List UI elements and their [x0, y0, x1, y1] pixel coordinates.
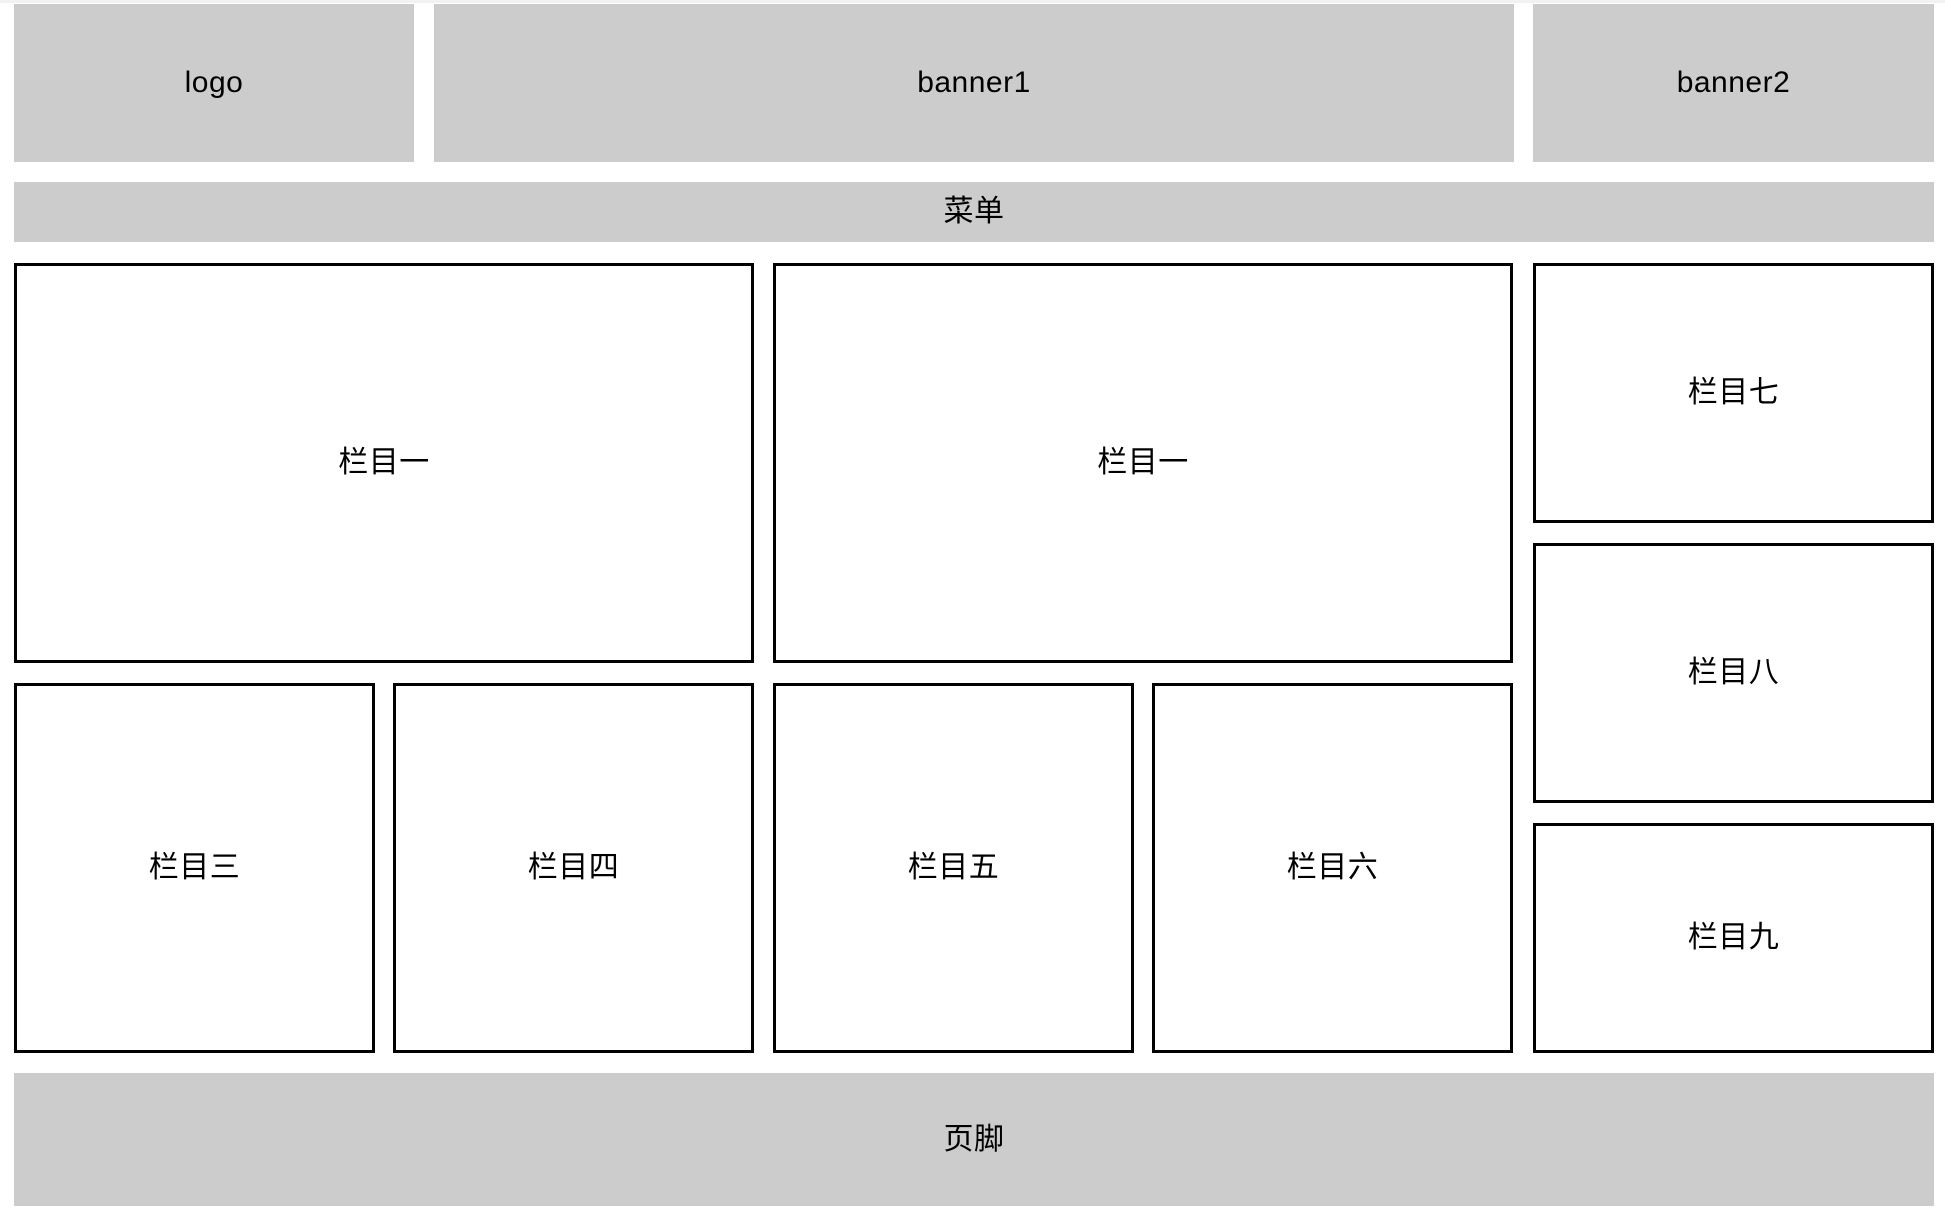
- section-sidebar-eight: 栏目八: [1533, 543, 1934, 803]
- viewport-top-edge: [0, 0, 1945, 3]
- section-column-six: 栏目六: [1152, 683, 1513, 1053]
- logo-placeholder: logo: [14, 4, 414, 162]
- section-column-three: 栏目三: [14, 683, 375, 1053]
- banner1-placeholder: banner1: [434, 4, 1514, 162]
- page-footer: 页脚: [14, 1073, 1934, 1206]
- section-column-four: 栏目四: [393, 683, 754, 1053]
- banner2-placeholder: banner2: [1533, 4, 1934, 162]
- section-sidebar-nine: 栏目九: [1533, 823, 1934, 1053]
- section-sidebar-seven: 栏目七: [1533, 263, 1934, 523]
- section-column-five: 栏目五: [773, 683, 1134, 1053]
- section-column-one-left: 栏目一: [14, 263, 754, 663]
- section-column-one-middle: 栏目一: [773, 263, 1513, 663]
- menu-bar: 菜单: [14, 182, 1934, 242]
